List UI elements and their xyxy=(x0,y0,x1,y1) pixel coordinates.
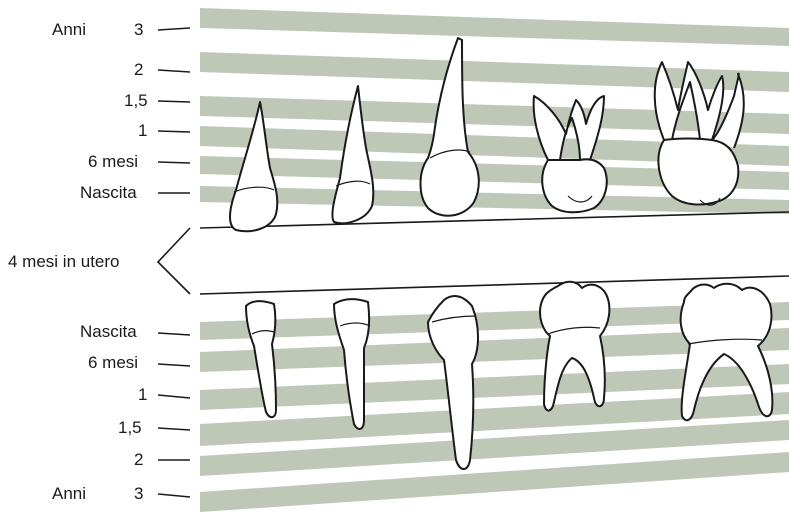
lower-label-2: 2 xyxy=(134,450,143,470)
in-utero-label: 4 mesi in utero xyxy=(8,252,120,272)
upper-label-3: 3 xyxy=(134,20,143,40)
lower-label-nascita: Nascita xyxy=(80,322,137,342)
upper-separator-line xyxy=(200,212,789,228)
upper-label-2: 2 xyxy=(134,60,143,80)
label-ticks xyxy=(158,28,190,497)
upper-label-nascita: Nascita xyxy=(80,183,137,203)
upper-label-1-5: 1,5 xyxy=(124,91,148,111)
lower-label-6-mesi: 6 mesi xyxy=(88,353,138,373)
upper-label-6-mesi: 6 mesi xyxy=(88,152,138,172)
upper-label-anni: Anni xyxy=(52,20,86,40)
upper-label-1: 1 xyxy=(138,121,147,141)
upper-band-3 xyxy=(200,8,789,46)
lower-label-3: 3 xyxy=(134,484,143,504)
in-utero-bracket xyxy=(158,228,190,294)
lower-label-1-5: 1,5 xyxy=(118,418,142,438)
lower-label-1: 1 xyxy=(138,385,147,405)
lower-label-anni: Anni xyxy=(52,484,86,504)
